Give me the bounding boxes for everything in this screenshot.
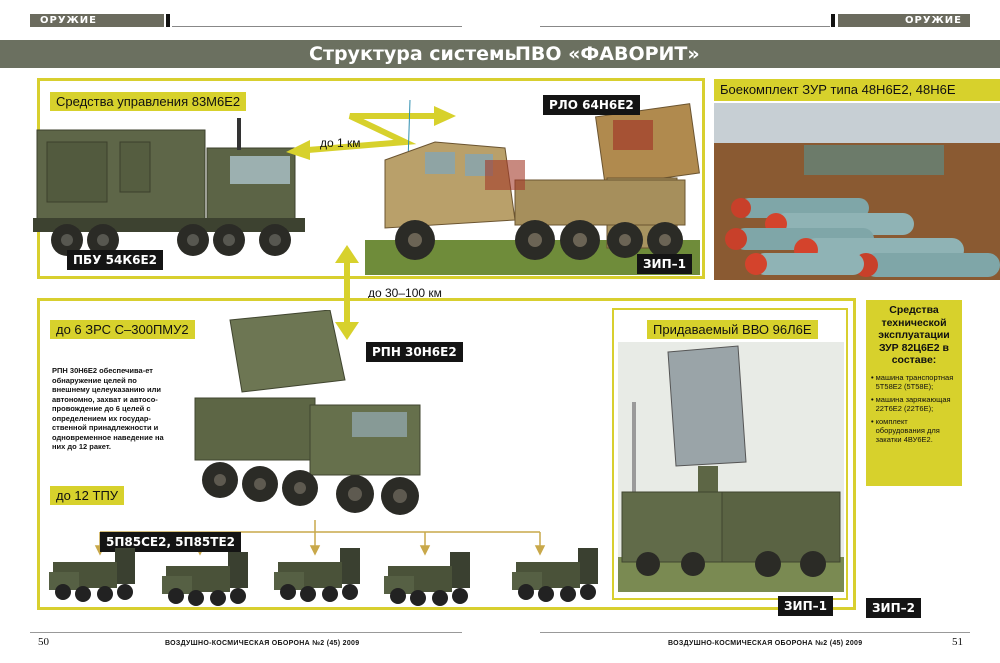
launcher-image-5 — [512, 548, 598, 602]
zip1-bottom-label: ЗИП–1 — [778, 596, 833, 616]
sidebar-item: • комплект оборудования для закатки 4ВУ6… — [871, 417, 957, 444]
header-marker-left — [166, 14, 170, 27]
maintenance-sidebar: Средства технической эксплуатации ЗУР 82… — [866, 300, 962, 486]
bullet-icon: • — [871, 372, 874, 382]
sidebar-item-text: комплект оборудования для закатки 4ВУ6Е2… — [875, 416, 940, 444]
header-marker-right — [831, 14, 835, 27]
rpn-radar-vehicle-image — [194, 310, 421, 515]
footer-rule-left — [30, 632, 462, 633]
missile-containers-image — [714, 103, 1000, 280]
launcher-image-2 — [162, 552, 248, 606]
launcher-label: 5П85СЕ2, 5П85ТЕ2 — [100, 532, 242, 552]
distance-label-1km: до 1 км — [320, 136, 361, 150]
rpn-label: РПН 30Н6Е2 — [366, 342, 463, 362]
zrs-label: до 6 ЗРС С–300ПМУ2 — [50, 320, 195, 339]
zrs-frame — [37, 298, 856, 610]
control-label: Средства управления 83М6Е2 — [50, 92, 247, 111]
vvo-frame — [612, 308, 848, 600]
command-post-truck-image — [33, 118, 305, 256]
pbu-label: ПБУ 54К6Е2 — [67, 250, 164, 270]
vertical-link-arrow — [335, 245, 359, 340]
distance-label-30-100km: до 30–100 км — [368, 286, 442, 300]
page-number-right: 51 — [952, 636, 963, 648]
rlo-label: РЛО 64Н6Е2 — [543, 95, 640, 115]
page-title-part2: ПВО «ФАВОРИТ» — [515, 43, 700, 65]
vvo-label: Придаваемый ВВО 96Л6Е — [647, 320, 818, 339]
sidebar-item-text: машина заряжающая 22Т6Е2 (22Т6Е); — [875, 394, 951, 413]
header-rule-right — [540, 26, 830, 27]
rpn-description: РПН 30Н6Е2 обеспечива-ет обнаружение цел… — [52, 366, 164, 451]
sidebar-item: • машина транспортная 5Т58Е2 (5Т58Е); — [871, 373, 957, 391]
launcher-image-3 — [274, 548, 360, 602]
section-label-right: ОРУЖИЕ — [905, 15, 962, 26]
page-number-left: 50 — [38, 636, 49, 648]
footer-rule-right — [540, 632, 970, 633]
journal-title-left: ВОЗДУШНО-КОСМИЧЕСКАЯ ОБОРОНА №2 (45) 200… — [165, 640, 360, 647]
launcher-image-4 — [384, 552, 470, 606]
radar-truck-image — [365, 103, 700, 275]
missile-heading: Боекомплект ЗУР типа 48Н6Е2, 48Н6Е — [714, 79, 1000, 101]
launcher-image-1 — [49, 548, 135, 602]
page-title-part1: Структура системы — [309, 43, 522, 65]
title-band — [0, 40, 1000, 68]
sidebar-title: Средства технической эксплуатации ЗУР 82… — [878, 304, 950, 366]
distance-zigzag-arrow — [286, 100, 456, 163]
bullet-icon: • — [871, 394, 874, 404]
bullet-icon: • — [871, 416, 874, 426]
header-bar-left — [30, 14, 164, 27]
zip2-label: ЗИП–2 — [866, 598, 921, 618]
sidebar-item: • машина заряжающая 22Т6Е2 (22Т6Е); — [871, 395, 957, 413]
journal-title-right: ВОЗДУШНО-КОСМИЧЕСКАЯ ОБОРОНА №2 (45) 200… — [668, 640, 863, 647]
header-bar-right — [838, 14, 970, 27]
header-rule-left — [172, 26, 462, 27]
sidebar-item-text: машина транспортная 5Т58Е2 (5Т58Е); — [875, 372, 954, 391]
section-label-left: ОРУЖИЕ — [40, 15, 97, 26]
vvo-radar-image — [618, 342, 844, 592]
tpu-label: до 12 ТПУ — [50, 486, 125, 505]
zip1-top-label: ЗИП–1 — [637, 254, 692, 274]
